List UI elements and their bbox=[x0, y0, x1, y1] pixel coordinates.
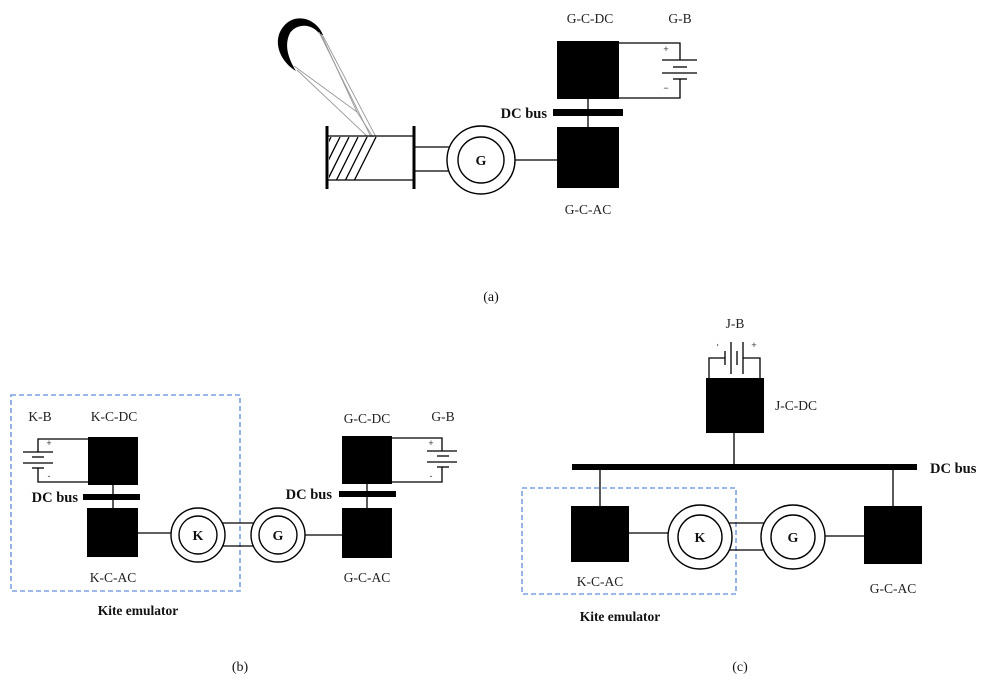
dc-bus-label: DC bus bbox=[930, 461, 977, 477]
j-b-label: J-B bbox=[726, 316, 745, 331]
plus-sign: + bbox=[428, 438, 433, 448]
g-c-ac-label: G-C-AC bbox=[565, 202, 612, 217]
generator-label: G bbox=[788, 531, 799, 546]
kite-motor-c: K bbox=[667, 504, 733, 570]
g-b-label: G-B bbox=[431, 409, 454, 424]
kite-dc-bus-label: DC bus bbox=[32, 490, 79, 506]
gen-ac-dc-converter-c bbox=[862, 504, 924, 566]
plus-sign: + bbox=[663, 44, 668, 54]
minus-sign: - bbox=[713, 344, 723, 347]
kite-emulator-boundary bbox=[10, 394, 241, 592]
generator-a: G bbox=[446, 125, 516, 195]
battery-icon: + - bbox=[23, 438, 88, 483]
caption-c: (c) bbox=[732, 660, 748, 675]
kite-dc-dc-converter bbox=[86, 435, 140, 487]
dc-bus-label: DC bus bbox=[501, 106, 548, 122]
kite-motor-label: K bbox=[193, 529, 204, 544]
ac-dc-converter-a bbox=[555, 125, 621, 190]
j-c-dc-label: J-C-DC bbox=[775, 398, 817, 413]
kite-emulator-label: Kite emulator bbox=[580, 609, 661, 624]
dc-dc-converter-a bbox=[555, 39, 621, 101]
minus-sign: - bbox=[430, 471, 433, 481]
minus-sign: − bbox=[663, 83, 668, 93]
kite-ac-dc-converter bbox=[85, 506, 140, 559]
generator-b: G bbox=[250, 507, 306, 563]
g-b-label: G-B bbox=[668, 11, 691, 26]
panel-b: K-B + - K-C-DC DC bus K-C-AC K bbox=[10, 394, 457, 675]
kite-dc-bus-bar bbox=[83, 494, 140, 500]
caption-a: (a) bbox=[483, 290, 499, 305]
battery-icon: + - bbox=[392, 437, 457, 483]
plus-sign: + bbox=[46, 438, 51, 448]
plus-sign: + bbox=[751, 340, 756, 350]
generator-c: G bbox=[760, 504, 826, 570]
minus-sign: - bbox=[48, 471, 51, 481]
common-dc-bus-bar bbox=[572, 464, 917, 470]
gen-dc-bus-bar bbox=[339, 491, 396, 497]
generator-label: G bbox=[273, 529, 284, 544]
kite-motor-label: K bbox=[695, 531, 706, 546]
dc-bus-bar-a bbox=[553, 109, 623, 116]
g-c-ac-label: G-C-AC bbox=[344, 570, 391, 585]
panel-c: J-B - + J-C-DC DC bus K-C-AC bbox=[521, 316, 977, 675]
g-c-ac-label: G-C-AC bbox=[870, 581, 917, 596]
jump-dc-dc-converter bbox=[704, 376, 766, 435]
battery-icon: - + bbox=[708, 340, 761, 378]
kite-emulator-boundary bbox=[521, 487, 737, 595]
kite-ac-dc-converter-c bbox=[569, 504, 631, 564]
panel-a: G G-C-DC DC bus G-C-AC G-B + − (a) bbox=[277, 11, 697, 305]
gen-dc-dc-converter-b bbox=[340, 434, 394, 486]
battery-icon: + − bbox=[619, 42, 697, 99]
g-c-dc-label: G-C-DC bbox=[567, 11, 614, 26]
kite-motor-b: K bbox=[170, 507, 226, 563]
k-c-dc-label: K-C-DC bbox=[91, 409, 138, 424]
k-c-ac-label: K-C-AC bbox=[90, 570, 137, 585]
winch-drum bbox=[325, 126, 416, 189]
generator-label: G bbox=[476, 154, 487, 169]
gen-dc-bus-label: DC bus bbox=[286, 487, 333, 503]
kite-icon bbox=[277, 18, 323, 71]
k-c-ac-label: K-C-AC bbox=[577, 574, 624, 589]
kite-tethers bbox=[293, 31, 377, 138]
caption-b: (b) bbox=[232, 660, 249, 675]
gen-ac-dc-converter-b bbox=[340, 506, 394, 560]
kite-emulator-label: Kite emulator bbox=[98, 603, 179, 618]
g-c-dc-label: G-C-DC bbox=[344, 411, 391, 426]
k-b-label: K-B bbox=[28, 409, 51, 424]
